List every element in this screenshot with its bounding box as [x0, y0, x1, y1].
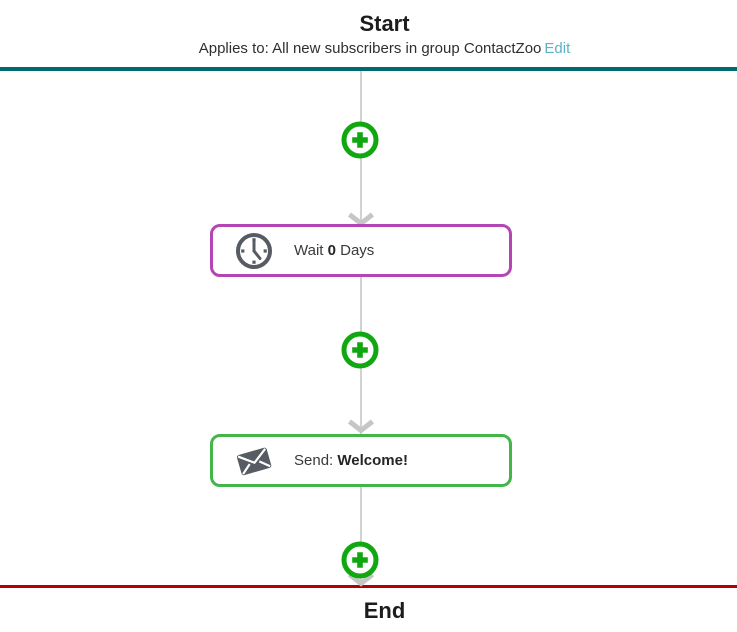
- start-subtitle-text: Applies to: All new subscribers in group…: [198, 40, 542, 57]
- flow-connector-line: [360, 71, 362, 585]
- add-step-button-2[interactable]: [341, 331, 379, 369]
- start-divider: [0, 67, 737, 71]
- clock-icon: [234, 231, 274, 271]
- plus-circle-icon: [341, 331, 379, 369]
- wait-step-label: Wait 0 Days: [294, 242, 375, 259]
- start-header: Start Applies to: All new subscribers in…: [0, 0, 737, 58]
- chevron-down-icon: [347, 212, 375, 227]
- start-title: Start: [359, 11, 410, 36]
- plus-circle-icon: [341, 121, 379, 159]
- wait-step-node[interactable]: Wait 0 Days: [210, 224, 512, 277]
- edit-link[interactable]: Edit: [544, 40, 571, 57]
- chevron-down-icon: [347, 419, 375, 434]
- envelope-icon: [234, 441, 274, 481]
- add-step-button-3[interactable]: [341, 541, 379, 579]
- end-footer: End: [0, 598, 737, 624]
- end-divider: [0, 585, 737, 588]
- email-step-node[interactable]: Send: Welcome!: [210, 434, 512, 487]
- start-subtitle: Applies to: All new subscribers in group…: [32, 39, 737, 58]
- chevron-down-icon: [347, 572, 375, 587]
- add-step-button-1[interactable]: [341, 121, 379, 159]
- end-title: End: [363, 598, 406, 623]
- plus-circle-icon: [341, 541, 379, 579]
- email-step-label: Send: Welcome!: [294, 452, 408, 469]
